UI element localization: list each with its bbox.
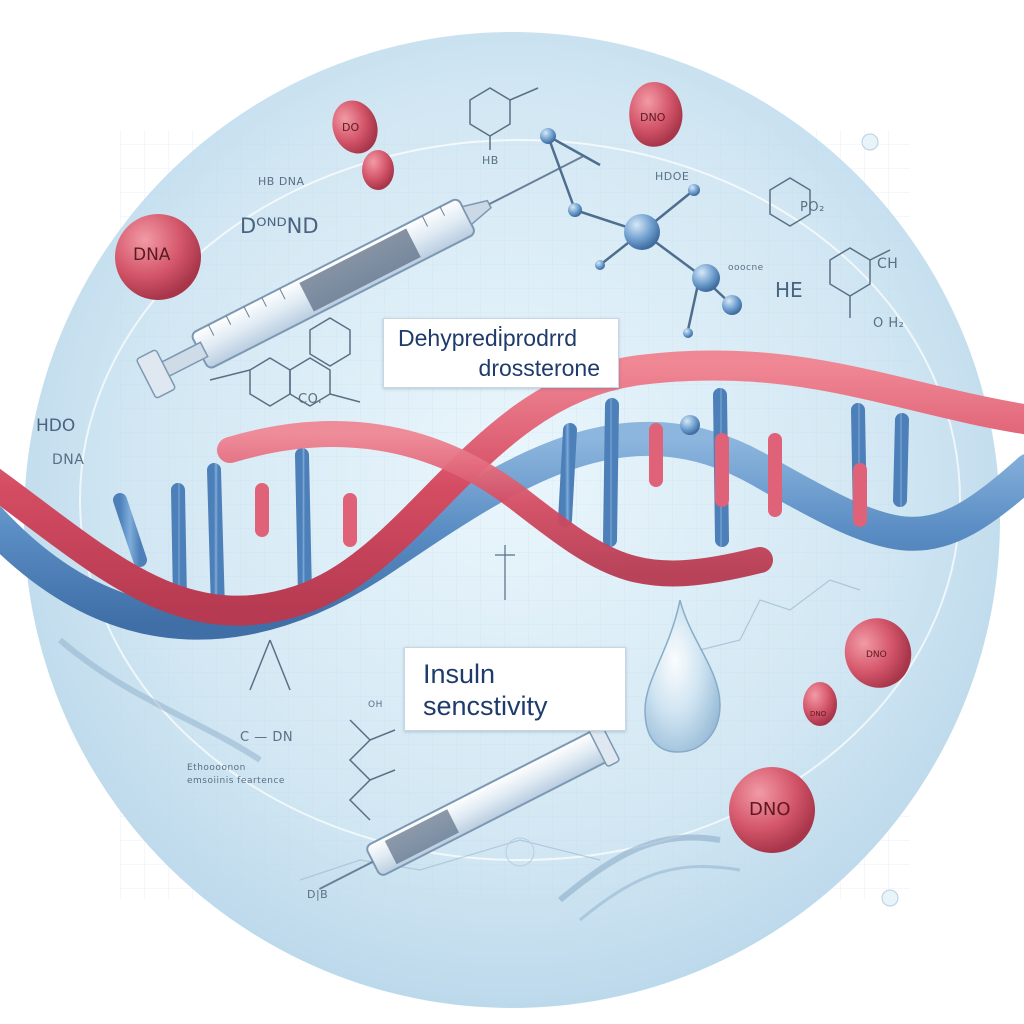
annotation-oh2: O H₂ — [873, 316, 905, 331]
annotation-hb-dna: HB DNA — [258, 175, 305, 188]
blob-small-top-left-2 — [362, 150, 394, 190]
molecule-atom — [688, 184, 700, 196]
bubble — [861, 133, 879, 151]
annotation-seq1: Ethoooonon — [187, 763, 246, 773]
label-insulin-line2: sencstivity — [423, 691, 548, 721]
annotation-po: PO₂ — [800, 200, 825, 215]
molecule-atom — [595, 260, 605, 270]
molecule-atom — [624, 214, 660, 250]
label-dhea-line1: Dehypredi̇prodrrd — [398, 325, 577, 351]
molecule-atom — [692, 264, 720, 292]
annotation-hdo: HDO — [36, 416, 76, 436]
water-drop — [644, 599, 721, 753]
bubble — [881, 889, 899, 907]
annotation-he: HE — [775, 278, 803, 302]
annotation-dna-side: DNA — [52, 452, 85, 468]
faint-helix — [579, 865, 741, 922]
blob-label-dna-left: DNA — [133, 245, 171, 265]
faint-helix — [58, 637, 262, 763]
molecule-atom — [568, 203, 582, 217]
helix-red-strand-lower — [217, 421, 773, 587]
bubble — [505, 837, 535, 867]
crosshair-mark — [495, 545, 515, 600]
annotation-co: CO. — [298, 392, 323, 407]
annotation-ch: CH — [877, 256, 899, 272]
label-insulin-line1: Insuln — [423, 659, 496, 689]
annotation-hb: HB — [482, 154, 499, 167]
label-dhea: Dehypredi̇prodrrd drossterone — [383, 318, 619, 388]
blob-label-drop-top-right: DNO — [640, 111, 666, 124]
blob-label-right-1: DNO — [866, 650, 887, 660]
syringe-top — [136, 155, 584, 399]
syringe-bottom — [318, 721, 620, 890]
helix-blue-strand — [0, 421, 1024, 640]
blob-right-1 — [844, 618, 912, 688]
molecule-atom — [683, 328, 693, 338]
label-insulin: Insuln sencstivity — [404, 647, 626, 731]
blob-small-top-left — [332, 100, 378, 154]
molecule-atom — [540, 128, 556, 144]
dna-blob-bottom-right — [729, 767, 815, 853]
molecule-atom — [680, 415, 700, 435]
blob-label-dna-bottom-right: DNO — [749, 799, 791, 820]
faint-chart-line — [699, 579, 861, 651]
annotation-oh: OH — [368, 700, 383, 710]
annotation-oocene: ooocne — [728, 263, 764, 273]
annotation-hdoe: HDOE — [655, 170, 690, 183]
drop-top-right — [629, 82, 683, 147]
blob-right-2 — [803, 682, 837, 726]
helix-rungs — [113, 378, 909, 617]
blob-label-right-2: DNO — [810, 710, 827, 718]
molecule-atom — [722, 295, 742, 315]
chemical-structure — [209, 87, 891, 821]
faint-helix — [558, 834, 721, 903]
orbit-ring — [79, 139, 961, 861]
faint-chart-line — [299, 839, 601, 881]
blob-label-small-top: DO — [342, 121, 360, 134]
annotation-db: D|B — [307, 888, 329, 901]
annotation-do-nd: DᴼᴺᴰND — [240, 214, 319, 238]
annotation-seq2: emsoiinis feartence — [187, 776, 285, 786]
annotation-c-dn: C — DN — [240, 730, 294, 745]
label-dhea-line2: drossterone — [478, 355, 600, 381]
dna-blob-left — [115, 214, 201, 300]
